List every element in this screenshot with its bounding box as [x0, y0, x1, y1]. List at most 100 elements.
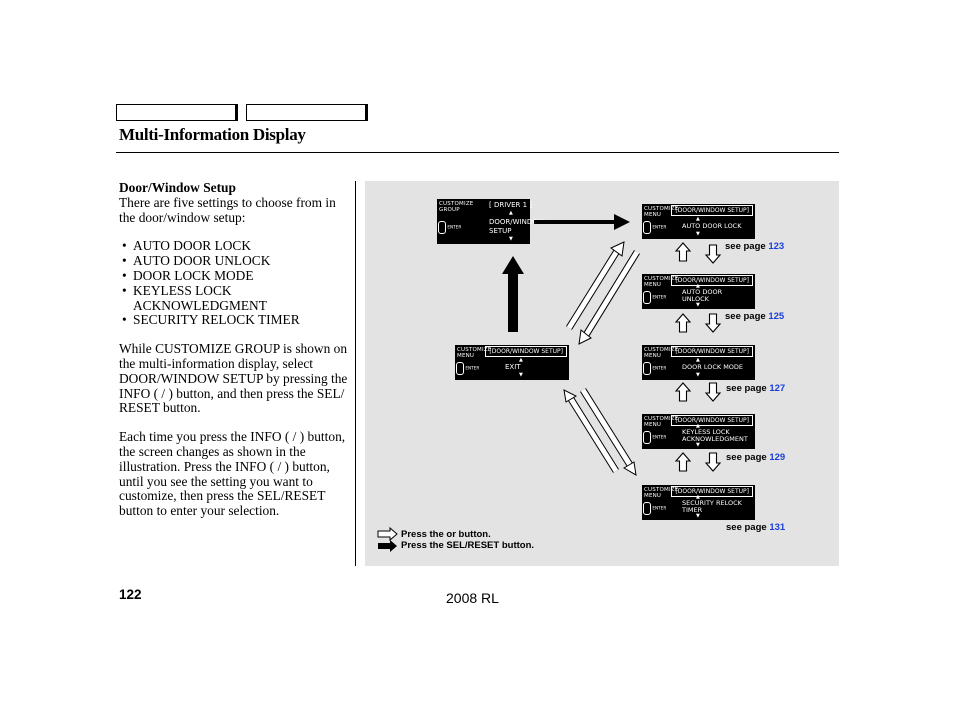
header-tab-right: [246, 104, 366, 121]
screen-label: MENU: [644, 212, 662, 218]
up-triangle-icon: ▲: [696, 216, 700, 222]
info-button-icon: [643, 502, 651, 515]
legend-info: Press the or button.: [401, 529, 491, 540]
up-triangle-icon: ▲: [519, 357, 523, 363]
info-down-arrow-icon: [705, 382, 721, 402]
screen-label: CUSTOMIZE: [457, 347, 492, 353]
info-button-icon: [643, 291, 651, 304]
enter-label: ENTER: [447, 224, 462, 230]
page-link-number: 127: [769, 383, 786, 394]
page-link-number: 123: [768, 241, 785, 252]
info-arrow-icon: [566, 241, 625, 330]
header-tab-left: [116, 104, 236, 121]
up-triangle-icon: ▲: [696, 357, 700, 363]
screen-line: SECURITY RELOCK: [682, 499, 742, 507]
screen-label: CUSTOMIZE: [644, 276, 679, 282]
screen-header-box: [DOOR/WINDOW SETUP]: [671, 205, 753, 216]
screen-header-box: [DOOR/WINDOW SETUP]: [671, 346, 753, 357]
screen-line: ACKNOWLEDGMENT: [682, 435, 748, 443]
screen-label: CUSTOMIZE: [439, 201, 474, 207]
info-arrow-icon: [578, 250, 640, 345]
down-triangle-icon: ▼: [509, 236, 513, 242]
info-up-arrow-icon: [675, 242, 691, 262]
page-number: 122: [119, 587, 142, 602]
legend-sel: Press the SEL/RESET button.: [401, 540, 535, 551]
see-page-label: see page: [725, 241, 766, 252]
screen-line: DOOR/WINDOW: [489, 218, 545, 226]
info-up-arrow-icon: [675, 452, 691, 472]
down-triangle-icon: ▼: [696, 231, 700, 237]
screen-label: CUSTOMIZE: [644, 347, 679, 353]
list-item: AUTO DOOR LOCK: [119, 239, 351, 254]
info-down-arrow-icon: [705, 313, 721, 333]
instruction-paragraph-1: While CUSTOMIZE GROUP is shown on the mu…: [119, 341, 348, 416]
down-triangle-icon: ▼: [696, 513, 700, 519]
legend-info-arrow-icon: [377, 526, 398, 542]
page-reference: see page 131: [726, 522, 785, 533]
list-item: AUTO DOOR UNLOCK: [119, 253, 351, 269]
page-link-number: 131: [769, 522, 786, 533]
info-button-icon: [643, 431, 651, 444]
page-reference: see page 123: [725, 241, 784, 252]
enter-label: ENTER: [465, 365, 480, 371]
enter-label: ENTER: [652, 505, 667, 511]
page-reference: see page 127: [726, 383, 785, 394]
illustration-panel: [365, 181, 839, 566]
screen-header-box: [DOOR/WINDOW SETUP]: [671, 486, 753, 497]
down-triangle-icon: ▼: [696, 302, 700, 308]
screen-label: CUSTOMIZE: [644, 206, 679, 212]
screen-driver: [ DRIVER 1 ]: [489, 201, 532, 209]
screen-label: CUSTOMIZE: [644, 416, 679, 422]
down-triangle-icon: ▼: [696, 372, 700, 378]
info-arrow-icon: [563, 389, 619, 473]
footer-model: 2008 RL: [446, 590, 499, 606]
down-triangle-icon: ▼: [519, 372, 523, 378]
page-reference: see page 129: [726, 452, 785, 463]
screen-header-box: [DOOR/WINDOW SETUP]: [671, 275, 753, 286]
screen-label: MENU: [644, 353, 662, 359]
text-column: Door/Window Setup There are five setting…: [119, 180, 351, 519]
screen-line: TIMER: [682, 506, 703, 514]
sel-arrow-icon: [534, 214, 630, 230]
intro-paragraph: There are five settings to choose from i…: [119, 194, 336, 225]
info-button-icon: [438, 221, 446, 234]
see-page-label: see page: [726, 522, 767, 533]
page-link-number: 129: [769, 452, 786, 463]
screen-label: MENU: [644, 282, 662, 288]
up-triangle-icon: ▲: [696, 283, 700, 289]
page-link-number: 125: [768, 311, 785, 322]
page-title: Multi-Information Display: [119, 125, 306, 144]
column-divider: [355, 181, 356, 566]
info-arrow-icon: [580, 388, 637, 476]
see-page-label: see page: [725, 311, 766, 322]
see-page-label: see page: [726, 452, 767, 463]
screen-line: KEYLESS LOCK: [682, 428, 730, 436]
info-button-icon: [643, 362, 651, 375]
page-reference: see page 125: [725, 311, 784, 322]
enter-label: ENTER: [652, 294, 667, 300]
screen-line: UNLOCK: [682, 295, 709, 303]
list-item: SECURITY RELOCK TIMER: [119, 313, 351, 328]
screen-label: MENU: [644, 493, 662, 499]
screen-line: EXIT: [505, 363, 521, 371]
screen-line: AUTO DOOR LOCK: [682, 222, 742, 230]
screen-header-box: [DOOR/WINDOW SETUP]: [671, 415, 753, 426]
sel-arrow-icon: [502, 256, 524, 332]
screen-label: MENU: [644, 422, 662, 428]
info-button-icon: [643, 221, 651, 234]
up-triangle-icon: ▲: [696, 423, 700, 429]
settings-list: AUTO DOOR LOCK AUTO DOOR UNLOCK DOOR LOC…: [119, 239, 351, 328]
legend-sel-arrow-icon: [378, 540, 397, 552]
enter-label: ENTER: [652, 434, 667, 440]
up-triangle-icon: ▲: [696, 494, 700, 500]
section-heading: Door/Window Setup: [119, 180, 236, 195]
enter-label: ENTER: [652, 224, 667, 230]
